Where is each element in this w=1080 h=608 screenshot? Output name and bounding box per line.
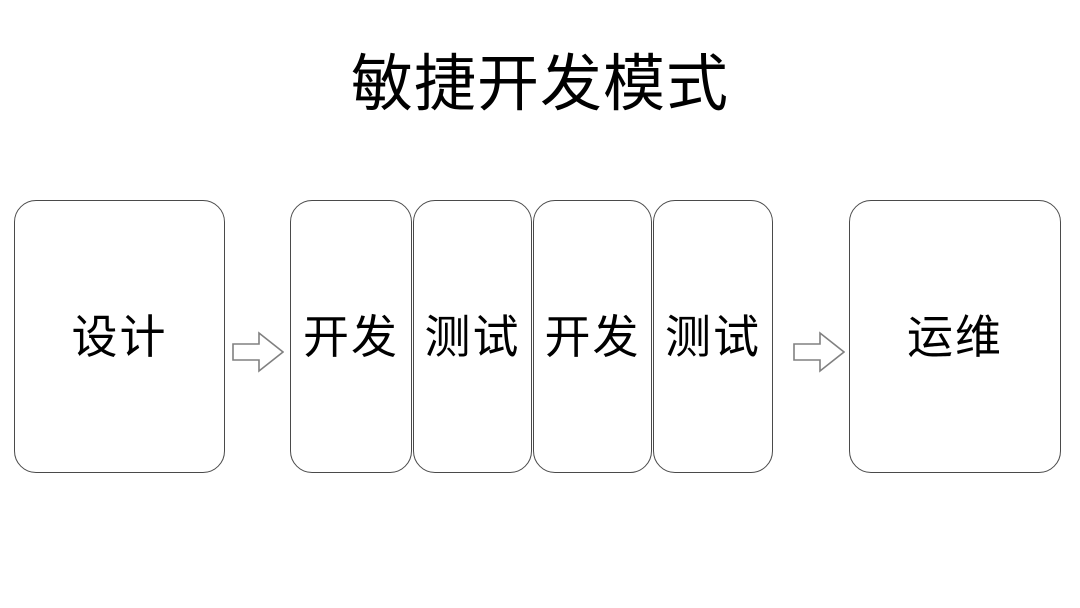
arrow-iteration-to-operations-icon: [793, 331, 845, 373]
iteration-group: 开发 测试 开发 测试: [290, 200, 773, 473]
process-node-iteration-1[interactable]: 测试: [413, 200, 532, 473]
process-node-design-label: 设计: [71, 310, 168, 363]
process-node-iteration-2[interactable]: 开发: [533, 200, 652, 473]
process-node-iteration-3-label: 测试: [665, 310, 761, 363]
page-title: 敏捷开发模式: [350, 50, 729, 119]
process-node-iteration-1-label: 测试: [424, 310, 521, 363]
process-node-iteration-3[interactable]: 测试: [653, 200, 773, 473]
arrow-design-to-iteration-icon: [232, 331, 284, 373]
process-node-iteration-0[interactable]: 开发: [290, 200, 412, 473]
process-node-operations[interactable]: 运维: [849, 200, 1061, 473]
process-node-iteration-0-label: 开发: [303, 310, 399, 363]
process-node-design[interactable]: 设计: [14, 200, 225, 473]
process-node-iteration-2-label: 开发: [544, 310, 641, 363]
process-node-operations-label: 运维: [907, 310, 1003, 363]
